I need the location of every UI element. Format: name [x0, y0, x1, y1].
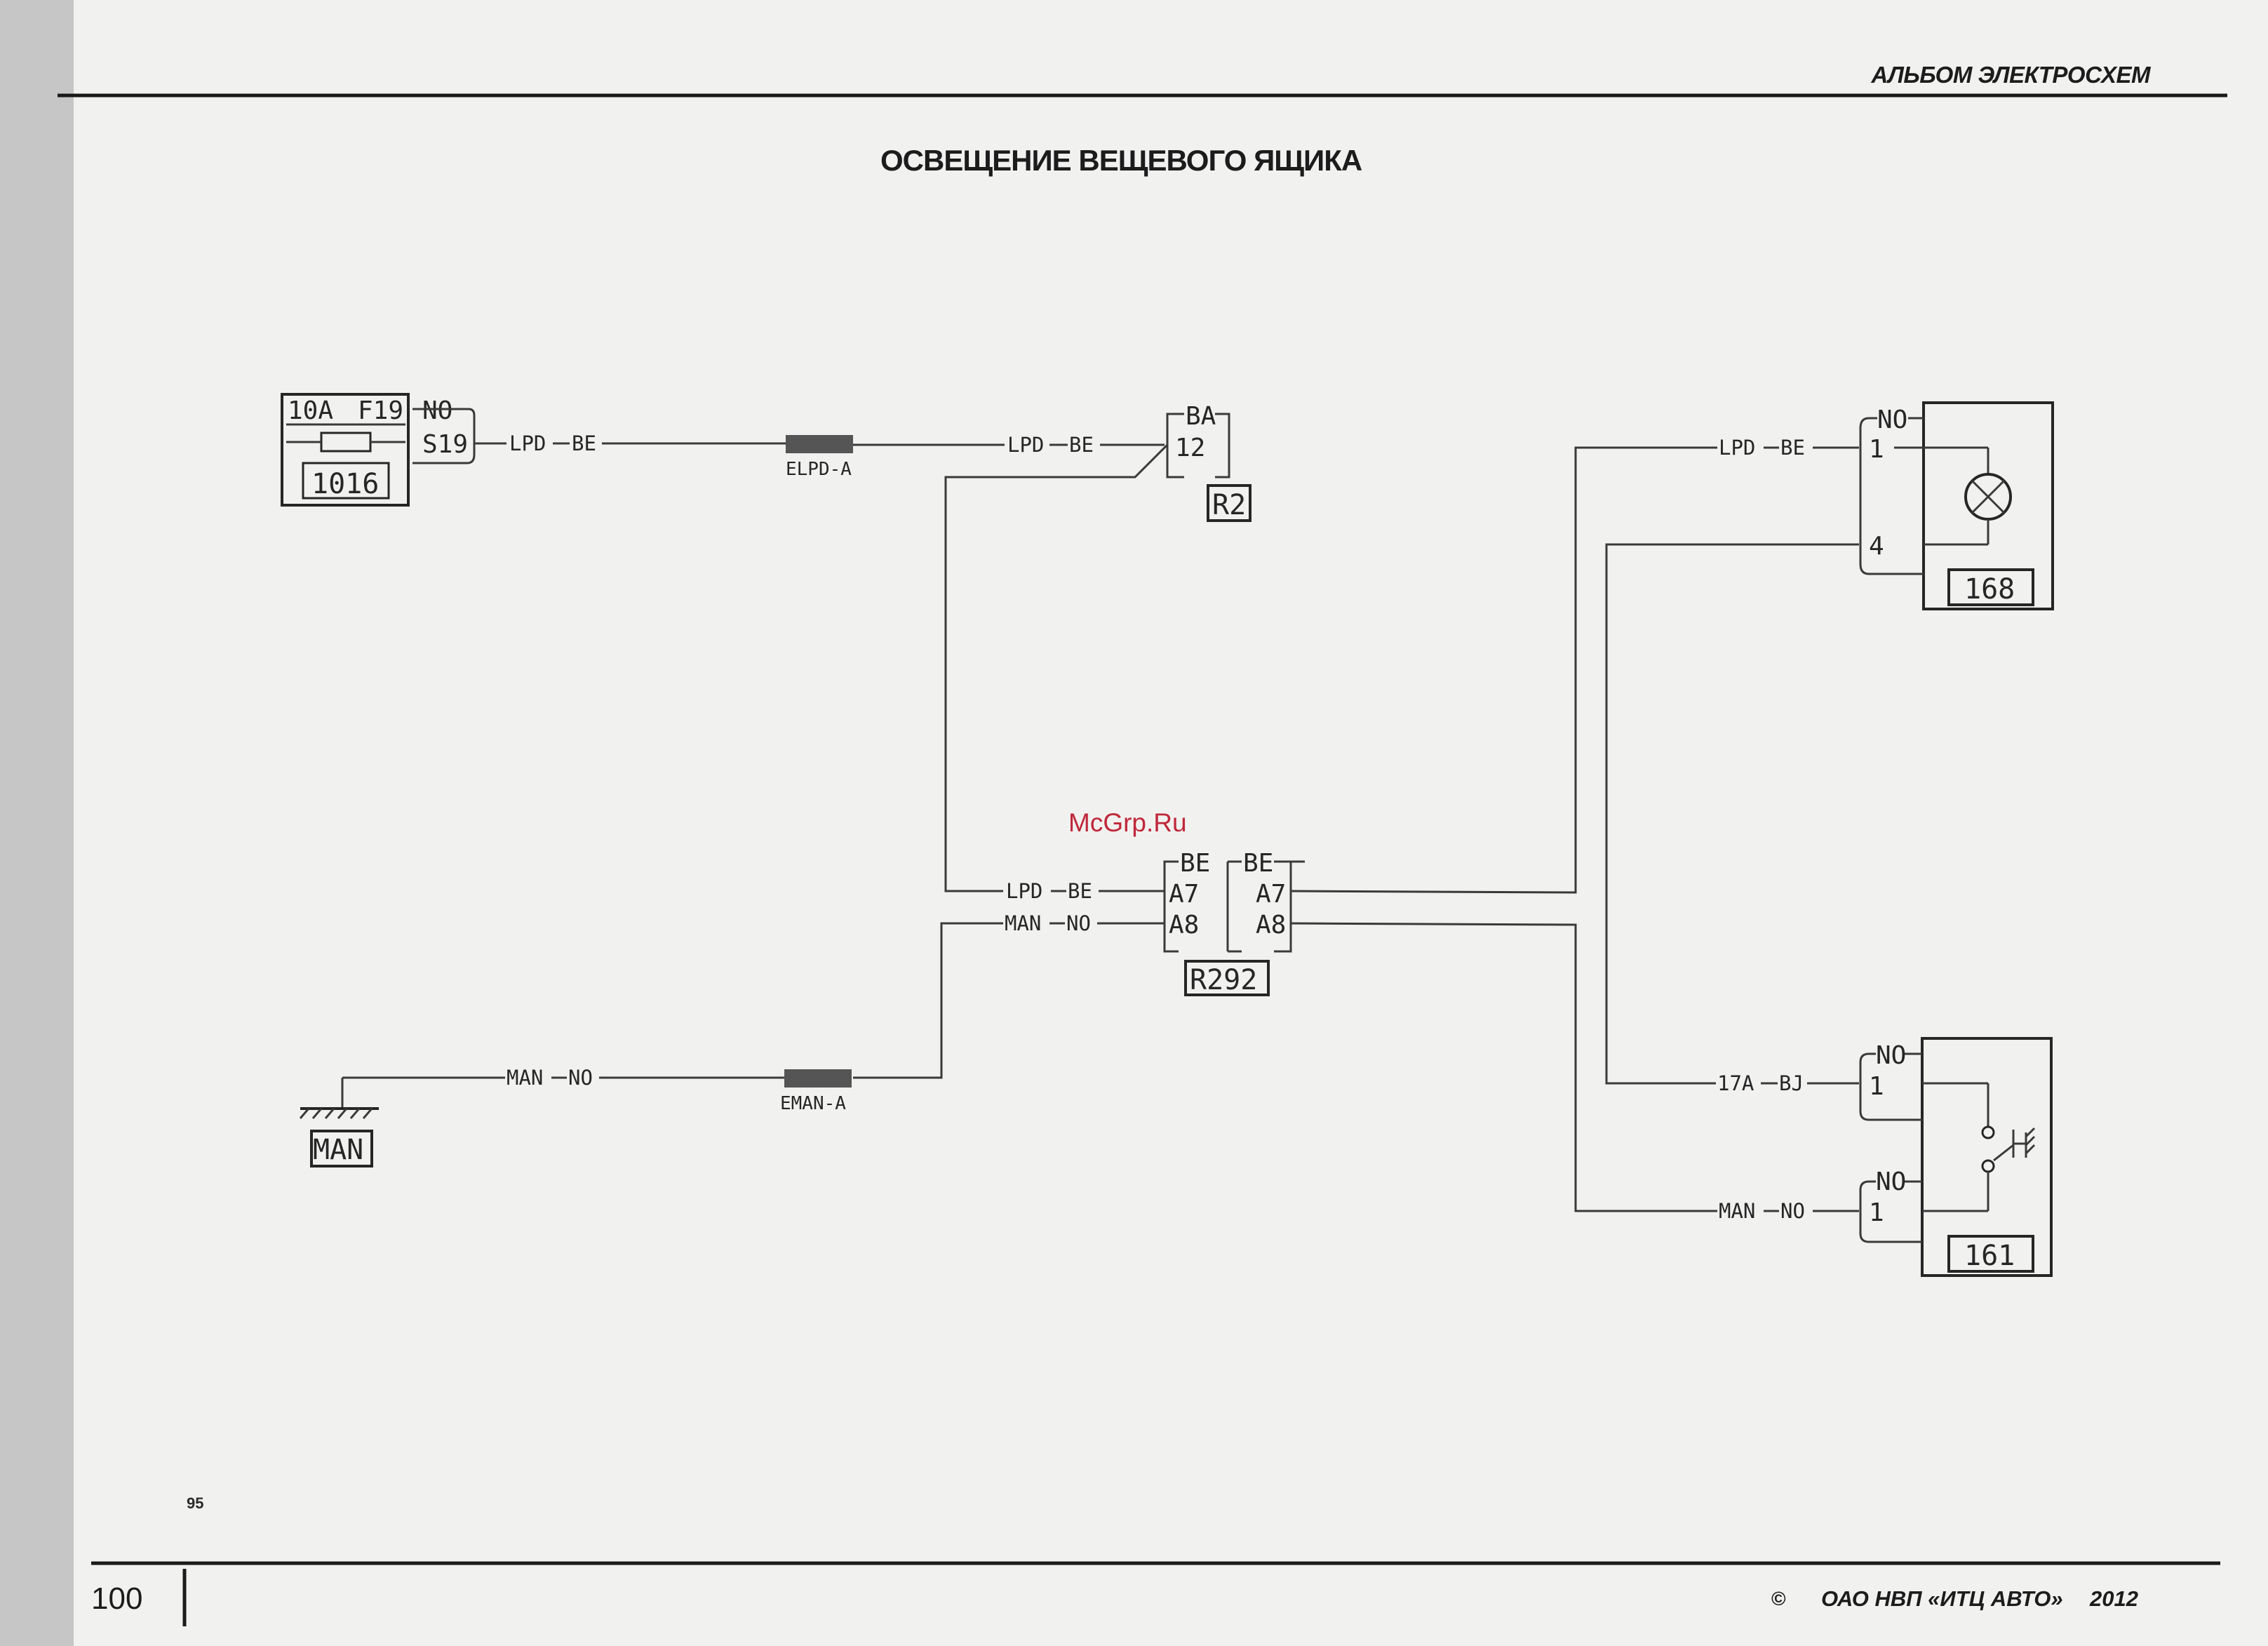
wire-eman-r292 — [853, 923, 1003, 1078]
splice-eman-a — [784, 1069, 852, 1088]
splice-eman-a-label: EMAN-A — [780, 1093, 846, 1114]
fuse-box-1016: 10A F19 NO S19 1016 — [282, 394, 474, 505]
switch-ground-hatch-icon — [2026, 1128, 2034, 1153]
wire-lamp-switch — [1606, 544, 1859, 1083]
connector-r292-left-color: BE — [1180, 849, 1210, 878]
wire-2-label: LPD — [1007, 433, 1044, 457]
lamp-168: NO 1 4 168 — [1860, 403, 2053, 609]
watermark-text: McGrp.Ru — [1068, 808, 1187, 838]
switch-contact-icon — [1982, 1127, 1994, 1138]
splice-elpd-a-label: ELPD-A — [786, 459, 852, 480]
switch-color-top: NO — [1876, 1041, 1906, 1070]
connector-r292-right-color: BE — [1243, 849, 1273, 878]
switch-161: NO 1 NO 1 161 — [1860, 1038, 2051, 1276]
connector-r292: BE BE A7 A8 A7 A8 R292 — [1165, 849, 1305, 996]
ground-id: MAN — [313, 1134, 363, 1166]
fuse-icon — [321, 433, 370, 451]
connector-r2-pin: 12 — [1175, 434, 1205, 462]
wire-r292-switch — [1291, 923, 1717, 1211]
switch-pin-1-bottom: 1 — [1869, 1198, 1884, 1227]
fuse-label: F19 — [358, 396, 403, 425]
connector-r2-color: BA — [1186, 402, 1216, 431]
wire-7-label: 17A — [1717, 1071, 1754, 1095]
publication-year: 2012 — [2090, 1586, 2138, 1612]
footer-small-number: 95 — [187, 1494, 203, 1513]
wire-3-color: BE — [1068, 879, 1092, 903]
lamp-id: 168 — [1964, 573, 2015, 605]
fuse-rating: 10A — [288, 396, 333, 425]
switch-pin-1-top: 1 — [1869, 1072, 1884, 1101]
fuse-box-id: 1016 — [311, 468, 379, 500]
wire-5-color: NO — [568, 1066, 593, 1090]
fuse-color: NO — [422, 396, 452, 425]
switch-id: 161 — [1964, 1240, 2015, 1272]
connector-r292-id: R292 — [1190, 964, 1257, 996]
ground-man: MAN — [300, 1078, 505, 1166]
connector-r292-left-pin-a8: A8 — [1169, 911, 1199, 939]
switch-color-bottom: NO — [1876, 1167, 1906, 1196]
connector-r292-right-pin-a8: A8 — [1256, 911, 1286, 939]
wire-5-label: MAN — [506, 1066, 543, 1090]
wire-6-color: BE — [1780, 436, 1805, 460]
publisher-name: ОАО НВП «ИТЦ АВТО» — [1821, 1586, 2063, 1612]
wire-1-label: LPD — [509, 431, 546, 455]
connector-r2: BA 12 R2 — [1167, 402, 1250, 521]
splice-elpd-a — [786, 435, 853, 453]
fuse-pin: S19 — [422, 430, 468, 459]
wire-3-label: LPD — [1006, 879, 1042, 903]
wire-7-color: BJ — [1779, 1071, 1804, 1095]
lamp-pin-1: 1 — [1869, 435, 1884, 464]
wire-4-label: MAN — [1005, 911, 1041, 935]
copyright-symbol: © — [1771, 1588, 1786, 1610]
wire-2-color: BE — [1069, 433, 1094, 457]
page-number: 100 — [91, 1581, 142, 1617]
wire-8-label: MAN — [1719, 1199, 1755, 1223]
wire-6-label: LPD — [1719, 436, 1755, 460]
wire-r292-lamp — [1291, 448, 1717, 892]
wire-4-color: NO — [1066, 911, 1091, 935]
wire-1-color: BE — [572, 431, 596, 455]
lamp-color: NO — [1877, 406, 1907, 434]
connector-r292-right-pin-a7: A7 — [1256, 880, 1286, 909]
wire-8-color: NO — [1780, 1199, 1805, 1223]
connector-r292-left-pin-a7: A7 — [1169, 880, 1199, 909]
lamp-pin-4: 4 — [1869, 532, 1884, 561]
connector-r2-id: R2 — [1212, 489, 1246, 521]
